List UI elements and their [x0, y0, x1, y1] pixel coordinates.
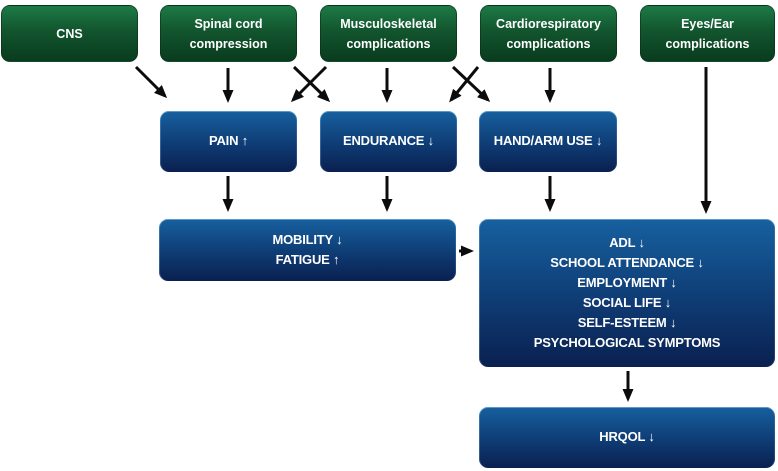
- outcome-line: ADL ↓: [609, 235, 645, 250]
- node-mobility-fatigue: MOBILITY ↓ FATIGUE ↑: [159, 219, 456, 281]
- outcome-line: EMPLOYMENT ↓: [577, 275, 677, 290]
- node-participation-outcomes-lines: ADL ↓ SCHOOL ATTENDANCE ↓ EMPLOYMENT ↓ SOCI…: [479, 233, 775, 353]
- arrow-cardiorespiratory-to-endurance: [449, 66, 480, 103]
- node-hrqol-label: HRQOL ↓: [599, 429, 655, 445]
- node-pain: PAIN ↑: [160, 111, 297, 172]
- node-musculoskeletal-complications: Musculoskeletal complications: [320, 5, 457, 62]
- outcome-line: SELF-ESTEEM ↓: [577, 315, 677, 330]
- node-musculoskeletal-complications-label: Musculoskeletal complications: [340, 16, 437, 51]
- node-cns: CNS: [1, 5, 138, 62]
- arrow-cns-to-pain: [134, 65, 168, 99]
- arrow-musculoskeletal-to-hand_arm: [451, 65, 491, 103]
- node-cns-label: CNS: [56, 26, 83, 41]
- node-mobility-fatigue-label: MOBILITY ↓ FATIGUE ↑: [272, 231, 343, 267]
- node-pain-label: PAIN ↑: [208, 133, 248, 149]
- node-hand-arm-use-label: HAND/ARM USE ↓: [493, 133, 603, 149]
- node-hand-arm-use: HAND/ARM USE ↓: [479, 111, 617, 172]
- node-hrqol: HRQOL ↓: [479, 407, 775, 468]
- node-eyes-ear-complications-label: Eyes/Ear complications: [665, 16, 750, 51]
- arrow-musculoskeletal-to-pain: [290, 65, 328, 103]
- node-spinal-cord-compression-label: Spinal cord compression: [189, 16, 268, 51]
- arrow-spinal-to-endurance: [292, 65, 331, 103]
- node-cardiorespiratory-complications-label: Cardiorespiratory complications: [496, 16, 601, 51]
- node-eyes-ear-complications: Eyes/Ear complications: [640, 5, 775, 62]
- outcome-line: SOCIAL LIFE ↓: [582, 295, 672, 310]
- node-participation-outcomes: ADL ↓ SCHOOL ATTENDANCE ↓ EMPLOYMENT ↓ SOCI…: [479, 219, 775, 367]
- node-cardiorespiratory-complications: Cardiorespiratory complications: [480, 5, 617, 62]
- outcome-line: PSYCHOLOGICAL SYMPTOMS: [533, 335, 721, 350]
- node-endurance: ENDURANCE ↓: [320, 111, 457, 172]
- node-endurance-label: ENDURANCE ↓: [343, 133, 434, 149]
- outcome-line: SCHOOL ATTENDANCE ↓: [550, 255, 704, 270]
- node-spinal-cord-compression: Spinal cord compression: [160, 5, 297, 62]
